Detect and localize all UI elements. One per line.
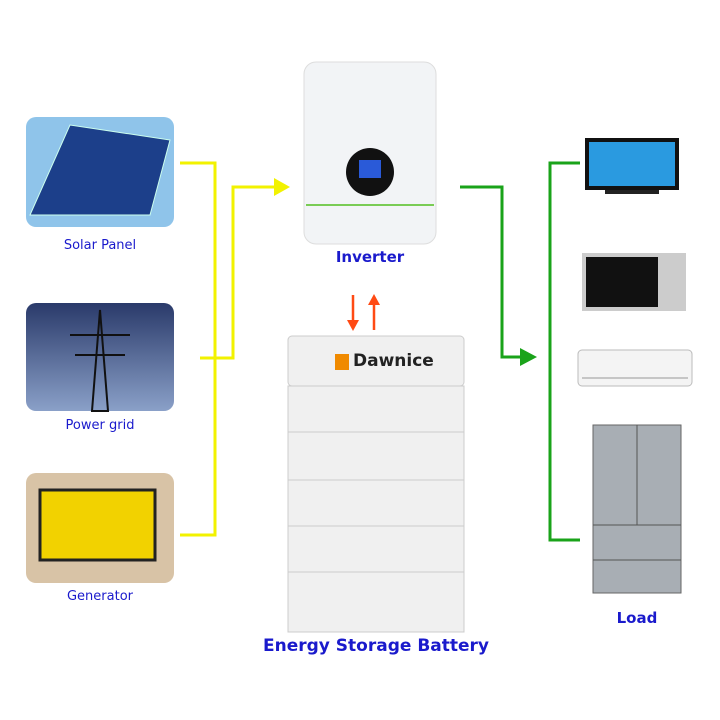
solar-panel-image [26,117,174,227]
refrigerator-image [592,424,682,594]
dawnice-logo-icon [335,354,349,370]
brand-logo: Dawnice [333,351,434,371]
inverter-label: Inverter [335,248,405,266]
inverter-image [303,61,437,245]
microwave-image [582,253,686,311]
power-grid-image [26,303,174,412]
arrow-to-inverter [274,178,290,196]
battery-image [287,335,465,633]
solar-panel-label: Solar Panel [63,238,137,253]
load-label: Load [616,609,658,627]
arrow-to-load [520,348,537,366]
battery-label: Energy Storage Battery [263,636,489,656]
tv-image [585,138,679,194]
source-lines [180,161,275,537]
generator-image [26,473,174,583]
brand-name: Dawnice [353,351,434,371]
generator-label: Generator [66,589,133,604]
power-grid-label: Power grid [65,418,135,433]
air-conditioner-image [577,349,693,387]
battery-arrows [351,295,376,330]
load-lines [460,161,580,542]
